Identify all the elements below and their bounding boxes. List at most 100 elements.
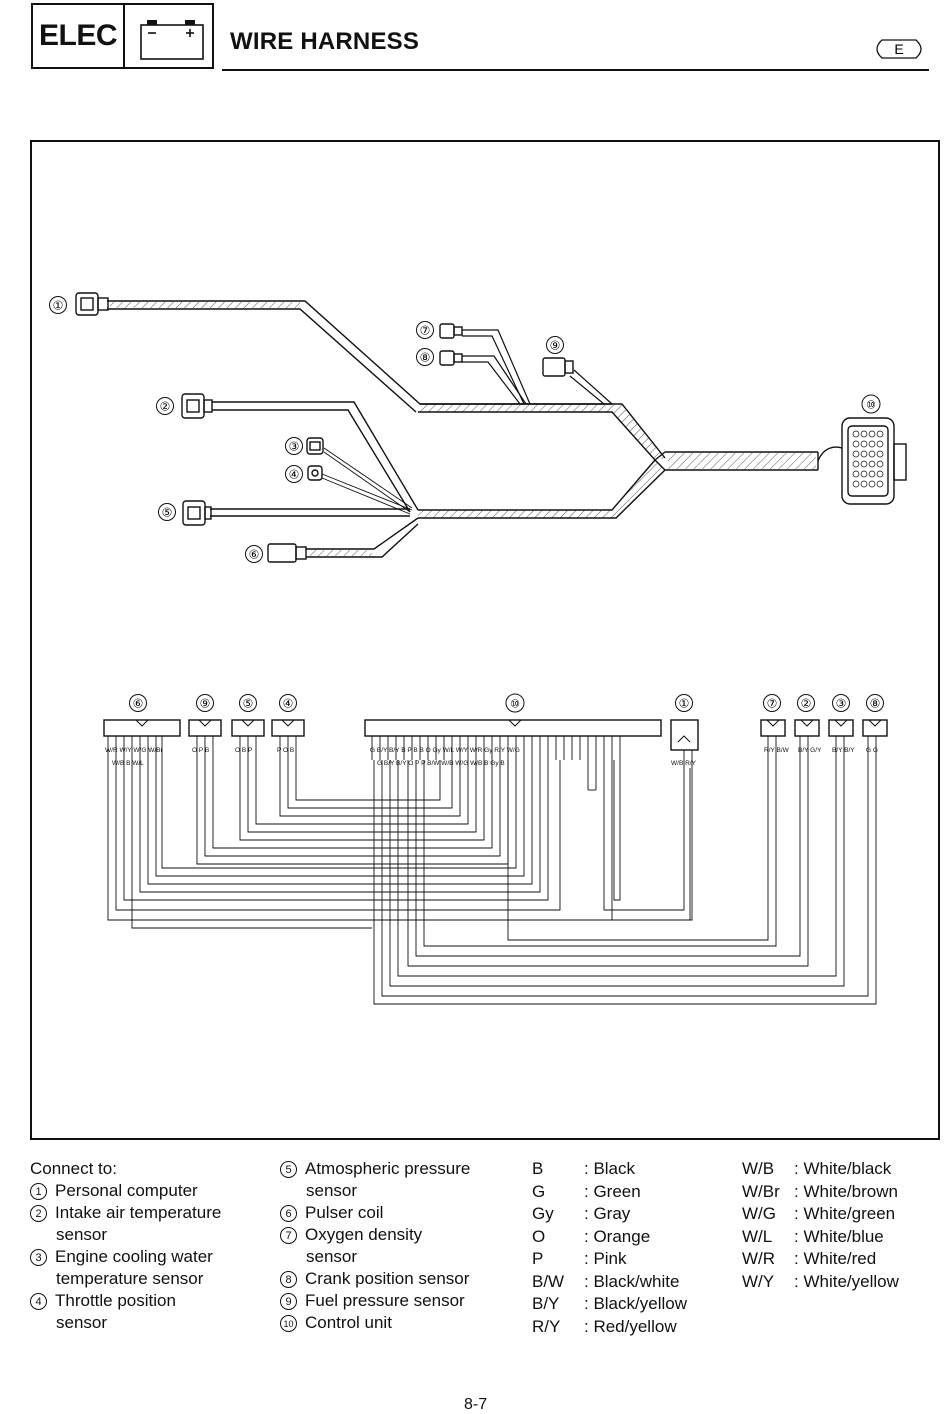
schematic-label-4-text: ④: [283, 697, 294, 711]
item-number-badge: 4: [30, 1293, 47, 1310]
item-number-badge: 2: [30, 1205, 47, 1222]
callout-3-text: ③: [289, 440, 300, 454]
item-number-badge: 8: [280, 1271, 297, 1288]
color-code-row: B/W: Black/white: [532, 1271, 687, 1294]
color-code: O: [532, 1226, 546, 1246]
schematic-connector-1: [670, 719, 699, 751]
list-item-continuation: sensor: [306, 1181, 358, 1200]
schematic-label-8-text: ⑧: [870, 697, 881, 711]
color-name: : Black/white: [584, 1271, 680, 1291]
callout-2-text: ②: [160, 400, 171, 414]
schematic-connector-8: [862, 719, 888, 737]
harness-branch-3: [323, 447, 413, 513]
callout-1: ①: [49, 296, 67, 314]
schematic-connector-labels: ⑥ ⑨ ⑤ ④ ⑩ ① ⑦ ② ③ ⑧: [129, 693, 884, 713]
schematic-label-2-text: ②: [801, 697, 812, 711]
schematic-label-4: ④: [279, 694, 297, 712]
color-code-row: R/Y : Red/yellow: [532, 1316, 687, 1339]
color-code: W/Br: [742, 1181, 780, 1201]
callout-9-text: ⑨: [550, 339, 561, 353]
callout-5-text: ⑤: [162, 506, 173, 520]
diagram-frame: [30, 140, 940, 1140]
color-code-row: W/Y: White/yellow: [742, 1271, 899, 1294]
item-number-badge: 3: [30, 1249, 47, 1266]
item-number-badge: 7: [280, 1227, 297, 1244]
schematic-label-8: ⑧: [866, 694, 884, 712]
connector-10-pins-top: G B/Y B/Y B P B B O Gy W/L W/Y W/R Gy R/…: [370, 747, 520, 754]
color-name: : Red/yellow: [584, 1316, 677, 1336]
schematic-label-1: ①: [675, 694, 693, 712]
callout-10-text: ⑩: [866, 400, 876, 412]
item-text: Crank position sensor: [305, 1269, 470, 1288]
connector-key-notches: [135, 719, 882, 743]
color-code-row: B/Y: Black/yellow: [532, 1293, 687, 1316]
color-code: W/G: [742, 1204, 776, 1223]
color-name: : White/blue: [794, 1226, 884, 1246]
connector-10-pins-bottom: G B/Y B/Y O P P B/W W/B W/G W/B B Gy B: [377, 760, 505, 767]
harness-branch-2: [212, 401, 419, 513]
page-number: 8-7: [464, 1396, 488, 1413]
color-name: : White/red: [794, 1249, 877, 1268]
schematic-label-6: ⑥: [129, 694, 147, 712]
schematic-connector-6: [103, 719, 181, 737]
title-underline: [222, 69, 929, 71]
connector-1-drawing: [75, 292, 109, 316]
color-code: W/L: [742, 1226, 773, 1246]
schematic-wires: [107, 736, 877, 1005]
connector-8-pin-codes: G G: [866, 747, 878, 754]
color-code: B: [532, 1159, 544, 1178]
item-text: Control unit: [305, 1313, 392, 1332]
color-code: W/Y: [742, 1271, 775, 1291]
connector-6-pins-bottom: W/B B W/L: [112, 760, 144, 767]
color-name: : Black/yellow: [584, 1294, 687, 1313]
schematic-label-7-text: ⑦: [767, 697, 778, 711]
color-name: : Pink: [584, 1249, 627, 1268]
color-code-row: B: Black: [532, 1158, 687, 1181]
color-code-row: W/G: White/green: [742, 1203, 899, 1226]
item-number-badge: 10: [280, 1315, 297, 1332]
language-badge-text: E: [894, 41, 903, 57]
list-item-continuation: temperature sensor: [56, 1269, 204, 1288]
connector-9-pin-codes: O P B: [192, 747, 209, 754]
list-item-continuation: sensor: [56, 1313, 108, 1332]
section-label: ELEC: [33, 5, 125, 67]
color-code-row: G: Green: [532, 1181, 687, 1204]
language-badge: E: [876, 39, 922, 59]
item-text: Pulser coil: [305, 1203, 384, 1222]
item-number-badge: 5: [280, 1161, 297, 1178]
harness-main-trunk-upper: [418, 403, 666, 461]
item-text: Atmospheric pressure: [305, 1159, 471, 1178]
schematic-label-3: ③: [832, 694, 850, 712]
color-name: : Orange: [584, 1226, 651, 1246]
callout-6-text: ⑥: [249, 548, 260, 562]
schematic-connector-bodies: [103, 719, 888, 751]
connector-10-drawing: [817, 417, 907, 505]
callout-1-text: ①: [53, 299, 64, 313]
callout-8-text: ⑧: [420, 351, 431, 365]
harness-drawing: [75, 292, 907, 563]
connector-2-drawing: [181, 393, 213, 419]
callout-7-text: ⑦: [420, 324, 431, 338]
schematic-connector-9: [188, 719, 222, 737]
schematic-label-5-text: ⑤: [243, 697, 254, 711]
item-text: Throttle position: [55, 1291, 176, 1310]
connector-7-pin-codes: R/Y B/W: [764, 747, 790, 754]
color-code: R/Y: [532, 1316, 561, 1336]
item-number-badge: 9: [280, 1293, 297, 1310]
connector-3-drawing: [306, 437, 324, 455]
harness-branch-4: [321, 473, 413, 515]
callout-6: ⑥: [245, 545, 263, 563]
color-code: G: [532, 1181, 546, 1201]
harness-branch-10: [653, 451, 819, 471]
connector-6-drawing: [267, 543, 307, 563]
list-item: 10 Control unit: [280, 1312, 470, 1334]
schematic-connector-5: [231, 719, 265, 737]
item-text: Personal computer: [55, 1181, 198, 1200]
harness-branch-6: [306, 517, 419, 558]
